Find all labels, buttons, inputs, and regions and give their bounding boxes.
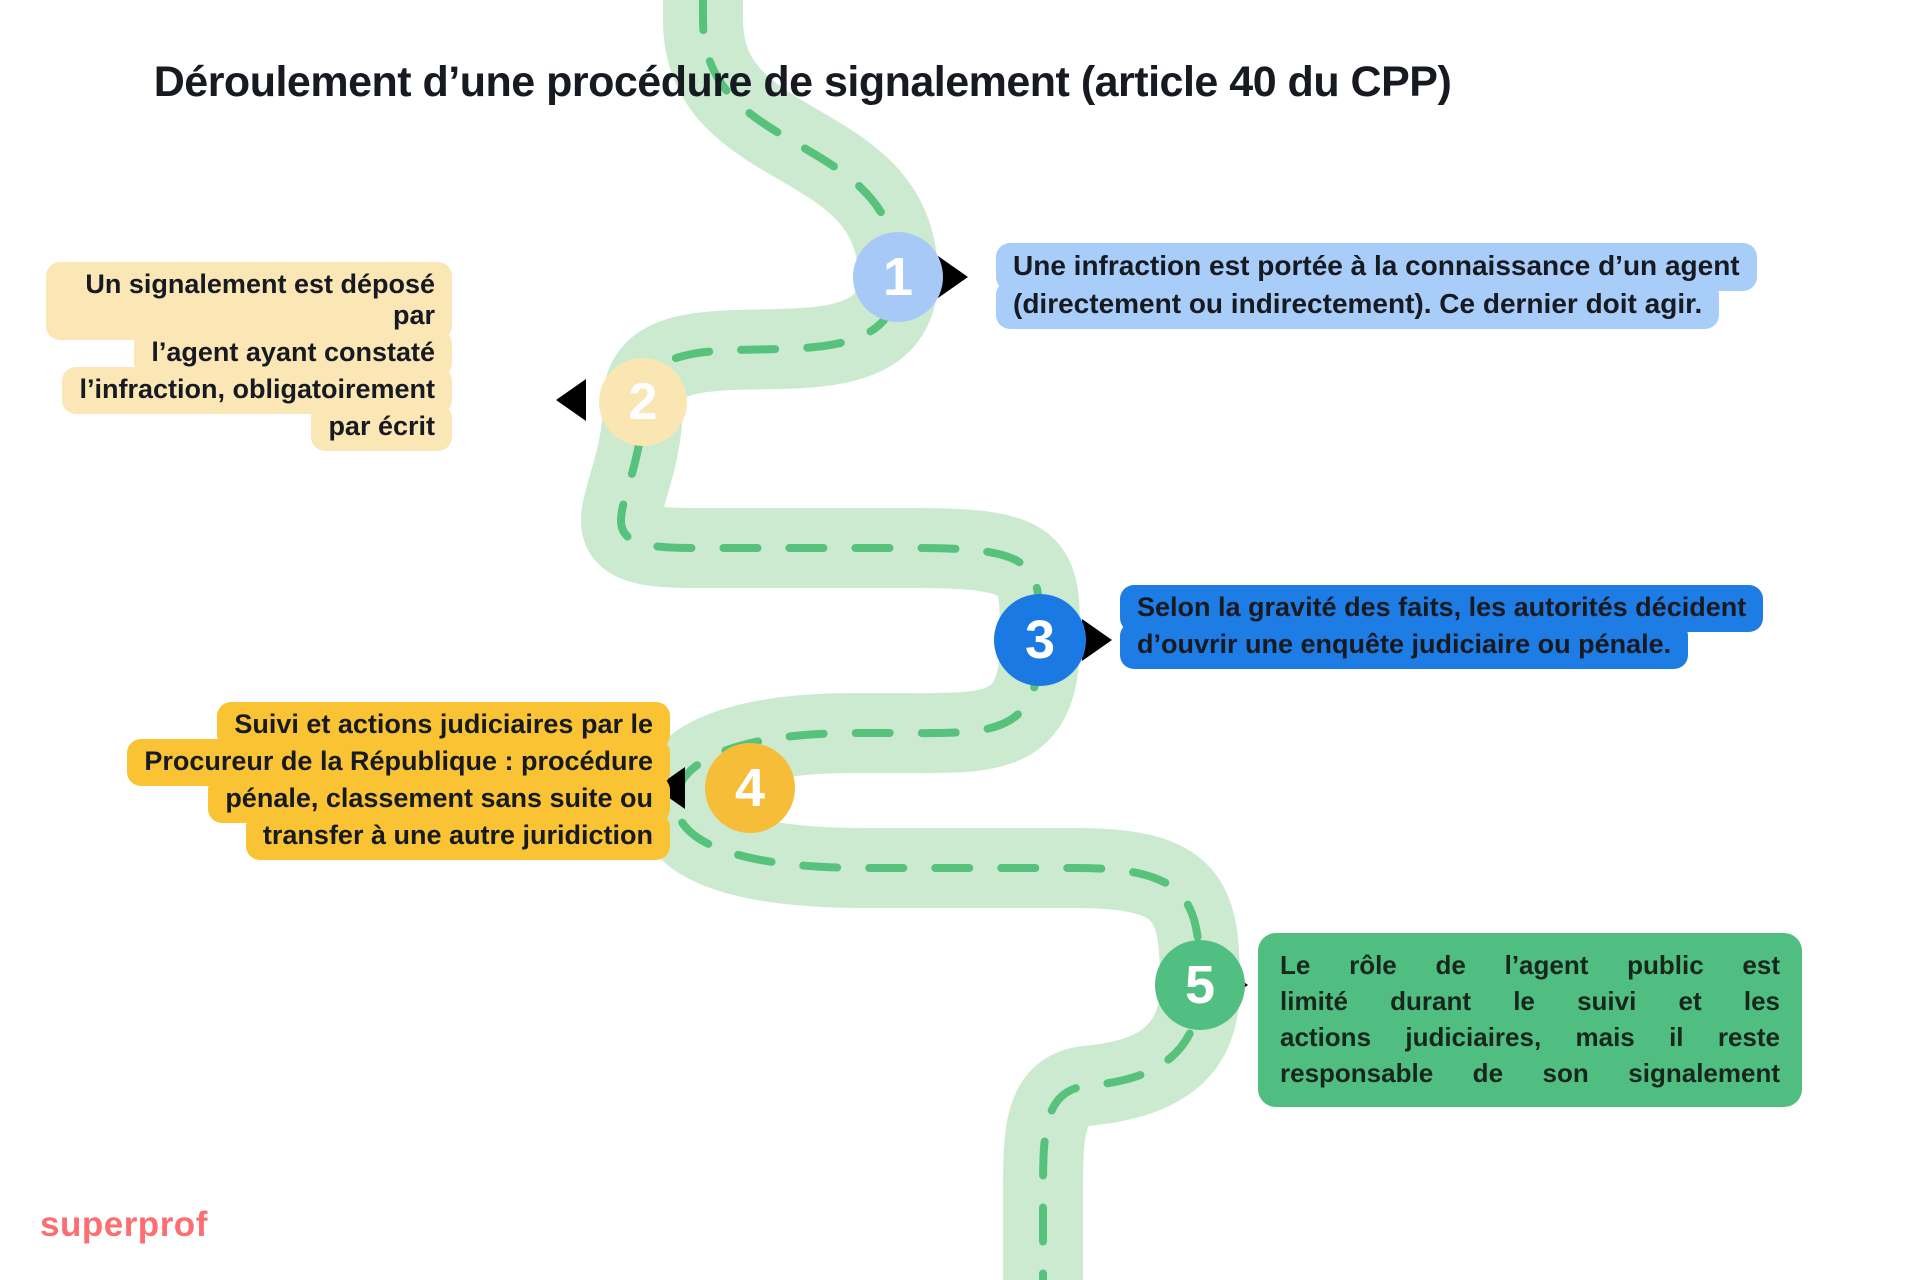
step-2-line-4: par écrit — [311, 404, 452, 451]
step-3-text-box: Selon la gravité des faits, les autorité… — [1120, 585, 1880, 669]
step-1-marker: 1 — [853, 232, 943, 322]
step-4-line-4: transfer à une autre juridiction — [245, 813, 670, 860]
step-5-line-4: responsable de son signalement — [1280, 1058, 1780, 1088]
step-2-number: 2 — [628, 373, 658, 431]
step-5-text-box: Le rôle de l’agent public est limité dur… — [1258, 933, 1802, 1107]
step-5-line-3: actions judiciaires, mais il reste — [1280, 1022, 1780, 1052]
step-4-marker: 4 — [705, 743, 795, 833]
step-1-text-box: Une infraction est portée à la connaissa… — [996, 243, 1876, 329]
page-title: Déroulement d’une procédure de signaleme… — [153, 58, 1452, 106]
step-4-text-box: Suivi et actions judiciaires par le Proc… — [56, 702, 670, 860]
step-1-number: 1 — [882, 247, 914, 307]
step-5-line-1: Le rôle de l’agent public est — [1280, 950, 1780, 980]
step-2-text-box: Un signalement est déposé par l’agent ay… — [46, 262, 452, 451]
step-3-arrow-icon — [1082, 619, 1112, 661]
step-5-line-2: limité durant le suivi et les — [1280, 986, 1780, 1016]
step-1-arrow-icon — [938, 256, 968, 298]
step-4-number: 4 — [734, 758, 766, 818]
step-5-number: 5 — [1184, 955, 1216, 1015]
superprof-logo: superprof — [40, 1205, 208, 1244]
step-5-marker: 5 — [1155, 940, 1245, 1030]
step-2-marker: 2 — [599, 358, 687, 446]
step-3-line-2: d’ouvrir une enquête judiciaire ou pénal… — [1120, 622, 1689, 669]
road-base-path — [581, 0, 1241, 1280]
step-2-arrow-icon — [556, 379, 586, 421]
step-2-line-1: Un signalement est déposé par — [46, 262, 452, 340]
step-3-number: 3 — [1024, 610, 1056, 670]
step-1-line-2: (directement ou indirectement). Ce derni… — [996, 281, 1720, 329]
step-3-marker: 3 — [994, 594, 1086, 686]
